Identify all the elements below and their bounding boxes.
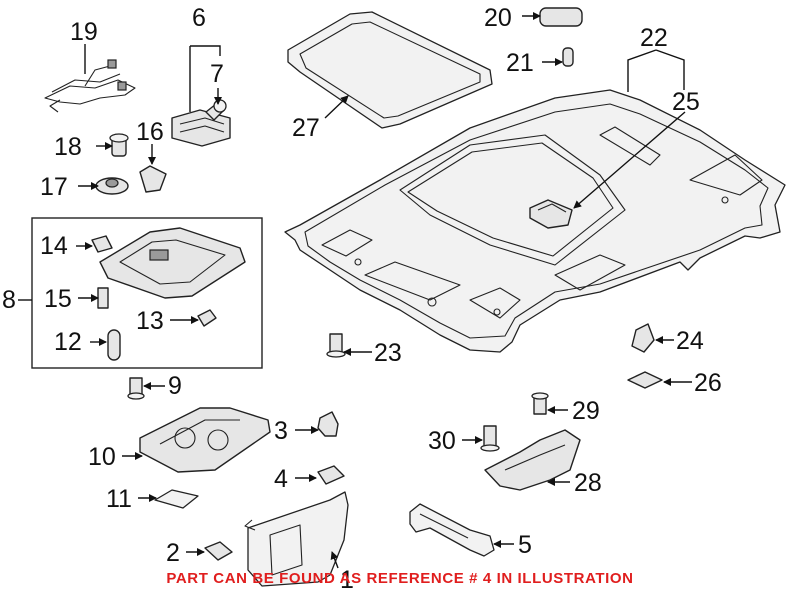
callout-12: 12 [54, 328, 82, 356]
callout-29: 29 [572, 397, 600, 425]
plate-11 [154, 489, 199, 509]
callout-7: 7 [210, 60, 224, 88]
callout-25: 25 [672, 88, 700, 116]
wiring-harness [44, 59, 136, 113]
callout-19: 19 [70, 18, 98, 46]
console-housing-10 [139, 407, 271, 473]
headliner-bracket [529, 199, 573, 229]
clip-18 [109, 133, 129, 157]
clip-30 [480, 425, 500, 452]
callout-4: 4 [274, 465, 288, 493]
console-group-box [31, 217, 263, 369]
bulb-12 [107, 329, 121, 361]
plate-14 [91, 235, 113, 253]
callout-24: 24 [676, 327, 704, 355]
callout-16: 16 [136, 118, 164, 146]
callout-28: 28 [574, 469, 602, 497]
overhead-console [99, 227, 246, 299]
cover-16 [139, 165, 167, 193]
callout-labels: 19 6 7 18 16 17 14 8 15 13 12 9 10 11 2 … [2, 4, 722, 592]
callout-17: 17 [40, 173, 68, 201]
clip-21 [562, 47, 574, 67]
callout-26: 26 [694, 369, 722, 397]
clip-24 [631, 323, 655, 353]
clip-26 [627, 371, 663, 389]
callout-18: 18 [54, 133, 82, 161]
callout-2: 2 [166, 539, 180, 567]
callout-30: 30 [428, 427, 456, 455]
callout-22: 22 [640, 24, 668, 52]
dome-lamp-lens [171, 109, 231, 147]
sunroof-seal [287, 11, 493, 129]
trim-20 [539, 7, 583, 27]
callout-8: 8 [2, 286, 16, 314]
callout-27: 27 [292, 114, 320, 142]
reference-note: PART CAN BE FOUND AS REFERENCE # 4 IN IL… [166, 570, 633, 587]
callout-11: 11 [106, 485, 132, 513]
clip-23 [326, 333, 346, 358]
grab-handle [409, 503, 495, 557]
cap-2 [204, 541, 233, 561]
clip-29 [531, 392, 549, 415]
callout-3: 3 [274, 417, 288, 445]
leader-lines [18, 12, 692, 569]
hook-3 [317, 411, 339, 437]
callout-13: 13 [136, 307, 164, 335]
callout-1: 1 [340, 566, 354, 592]
socket-17 [95, 177, 129, 195]
callout-14: 14 [40, 232, 68, 260]
callout-15: 15 [44, 285, 72, 313]
bulb-13 [197, 309, 217, 327]
callout-10: 10 [88, 443, 116, 471]
callout-9: 9 [168, 372, 182, 400]
cover-4 [317, 465, 345, 485]
callout-23: 23 [374, 339, 402, 367]
callout-5: 5 [518, 531, 532, 559]
clip-9 [127, 377, 145, 400]
callout-20: 20 [484, 4, 512, 32]
callout-6: 6 [192, 4, 206, 32]
clip-15 [97, 287, 109, 309]
bracket-28 [484, 429, 581, 491]
callout-21: 21 [506, 49, 534, 77]
